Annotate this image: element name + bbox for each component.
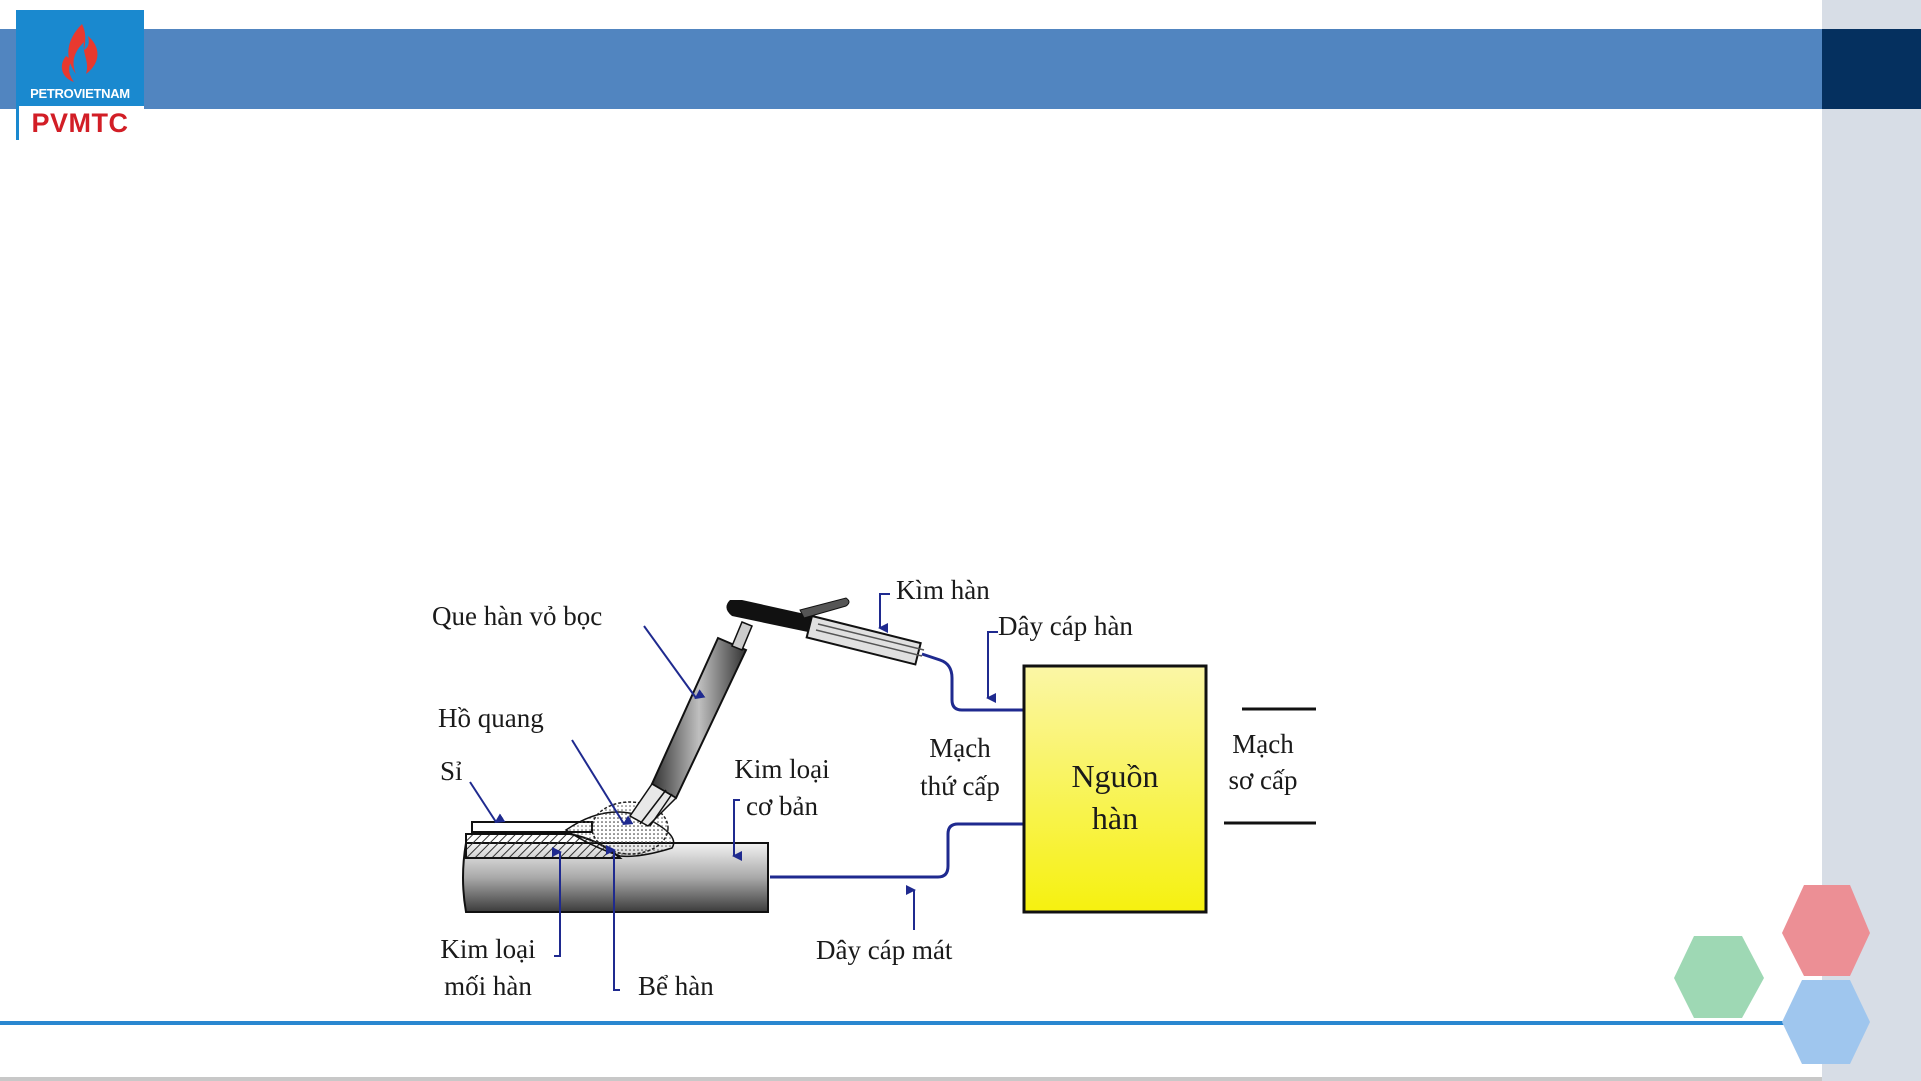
electrode-holder xyxy=(726,598,924,664)
label-secondary-circuit-line1: Mạch xyxy=(900,735,1020,762)
label-base-metal-line2: cơ bản xyxy=(722,793,842,820)
label-base-metal-line1: Kim loại xyxy=(722,756,842,783)
label-coated-electrode: Que hàn vỏ bọc xyxy=(432,603,602,630)
label-electrode-holder: Kìm hàn xyxy=(896,577,990,604)
label-primary-circuit-line1: Mạch xyxy=(1206,731,1320,758)
label-welding-cable: Dây cáp hàn xyxy=(998,613,1133,640)
label-weld-metal-line1: Kim loại xyxy=(424,936,552,963)
label-arc: Hồ quang xyxy=(438,705,544,732)
label-weld-metal-line2: mối hàn xyxy=(424,973,552,1000)
label-power-source-line1: Nguồn xyxy=(1044,760,1186,792)
label-power-source-line2: hàn xyxy=(1044,802,1186,834)
label-secondary-circuit-line2: thứ cấp xyxy=(900,773,1020,800)
label-slag: Sỉ xyxy=(440,758,463,785)
label-ground-cable: Dây cáp mát xyxy=(816,937,952,964)
label-primary-circuit-line2: sơ cấp xyxy=(1206,767,1320,794)
label-weld-pool: Bể hàn xyxy=(638,973,714,1000)
